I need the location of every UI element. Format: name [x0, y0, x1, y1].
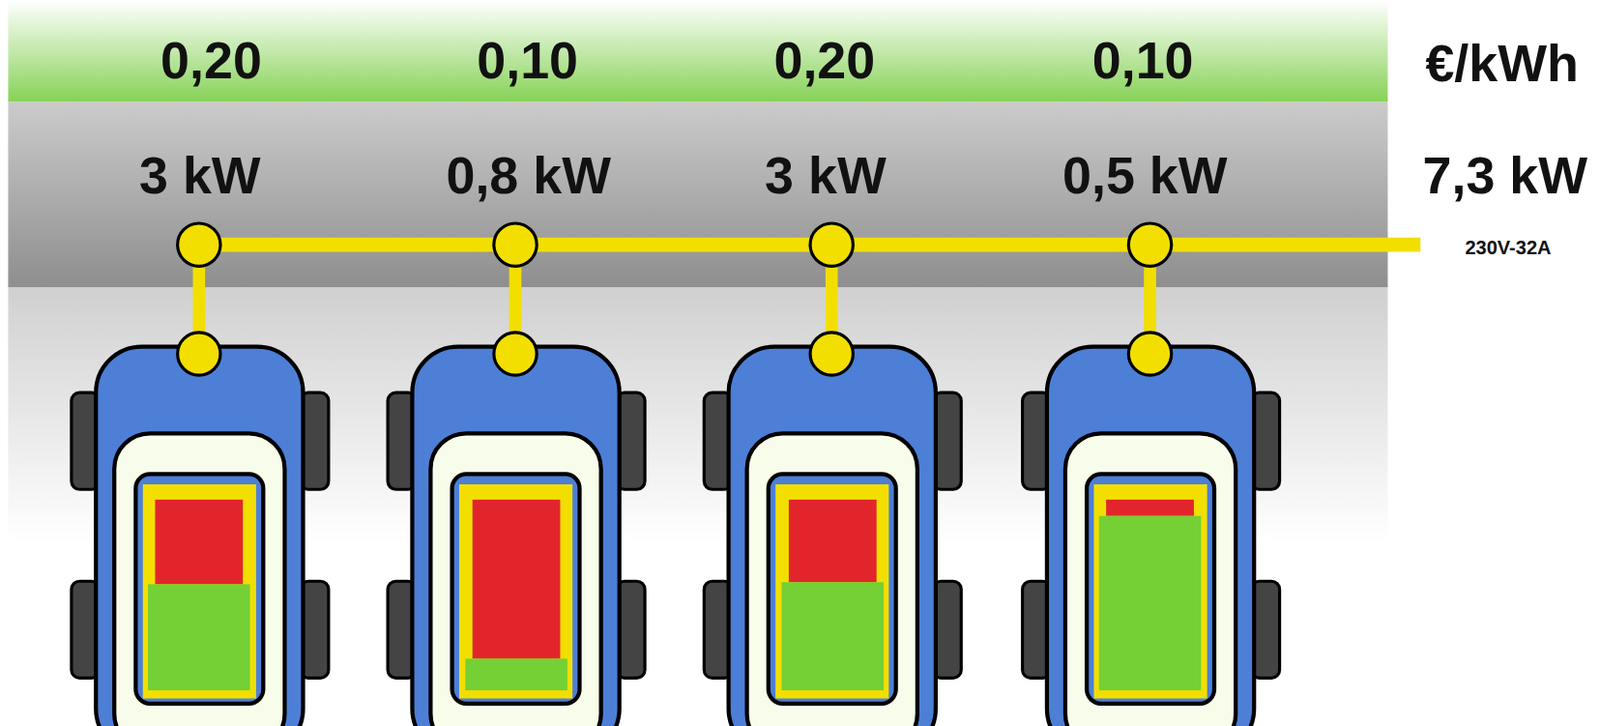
price-label: 0,10: [1092, 34, 1194, 88]
price-label: 0,20: [773, 34, 875, 88]
power-label: 0,8 kW: [445, 149, 611, 203]
unit-label: €/kWh: [1425, 37, 1578, 90]
total-power-label: 7,3 kW: [1423, 149, 1588, 203]
car: [71, 223, 329, 726]
car: [703, 223, 961, 726]
power-label: 3 kW: [139, 149, 262, 203]
power-label: 0,5 kW: [1062, 149, 1227, 203]
car: [387, 223, 645, 726]
power-label: 3 kW: [764, 149, 887, 203]
price-label: 0,10: [476, 34, 579, 88]
price-label: 0,20: [160, 34, 262, 88]
supply-label: 230V-32A: [1464, 237, 1551, 258]
car: [1022, 223, 1280, 726]
